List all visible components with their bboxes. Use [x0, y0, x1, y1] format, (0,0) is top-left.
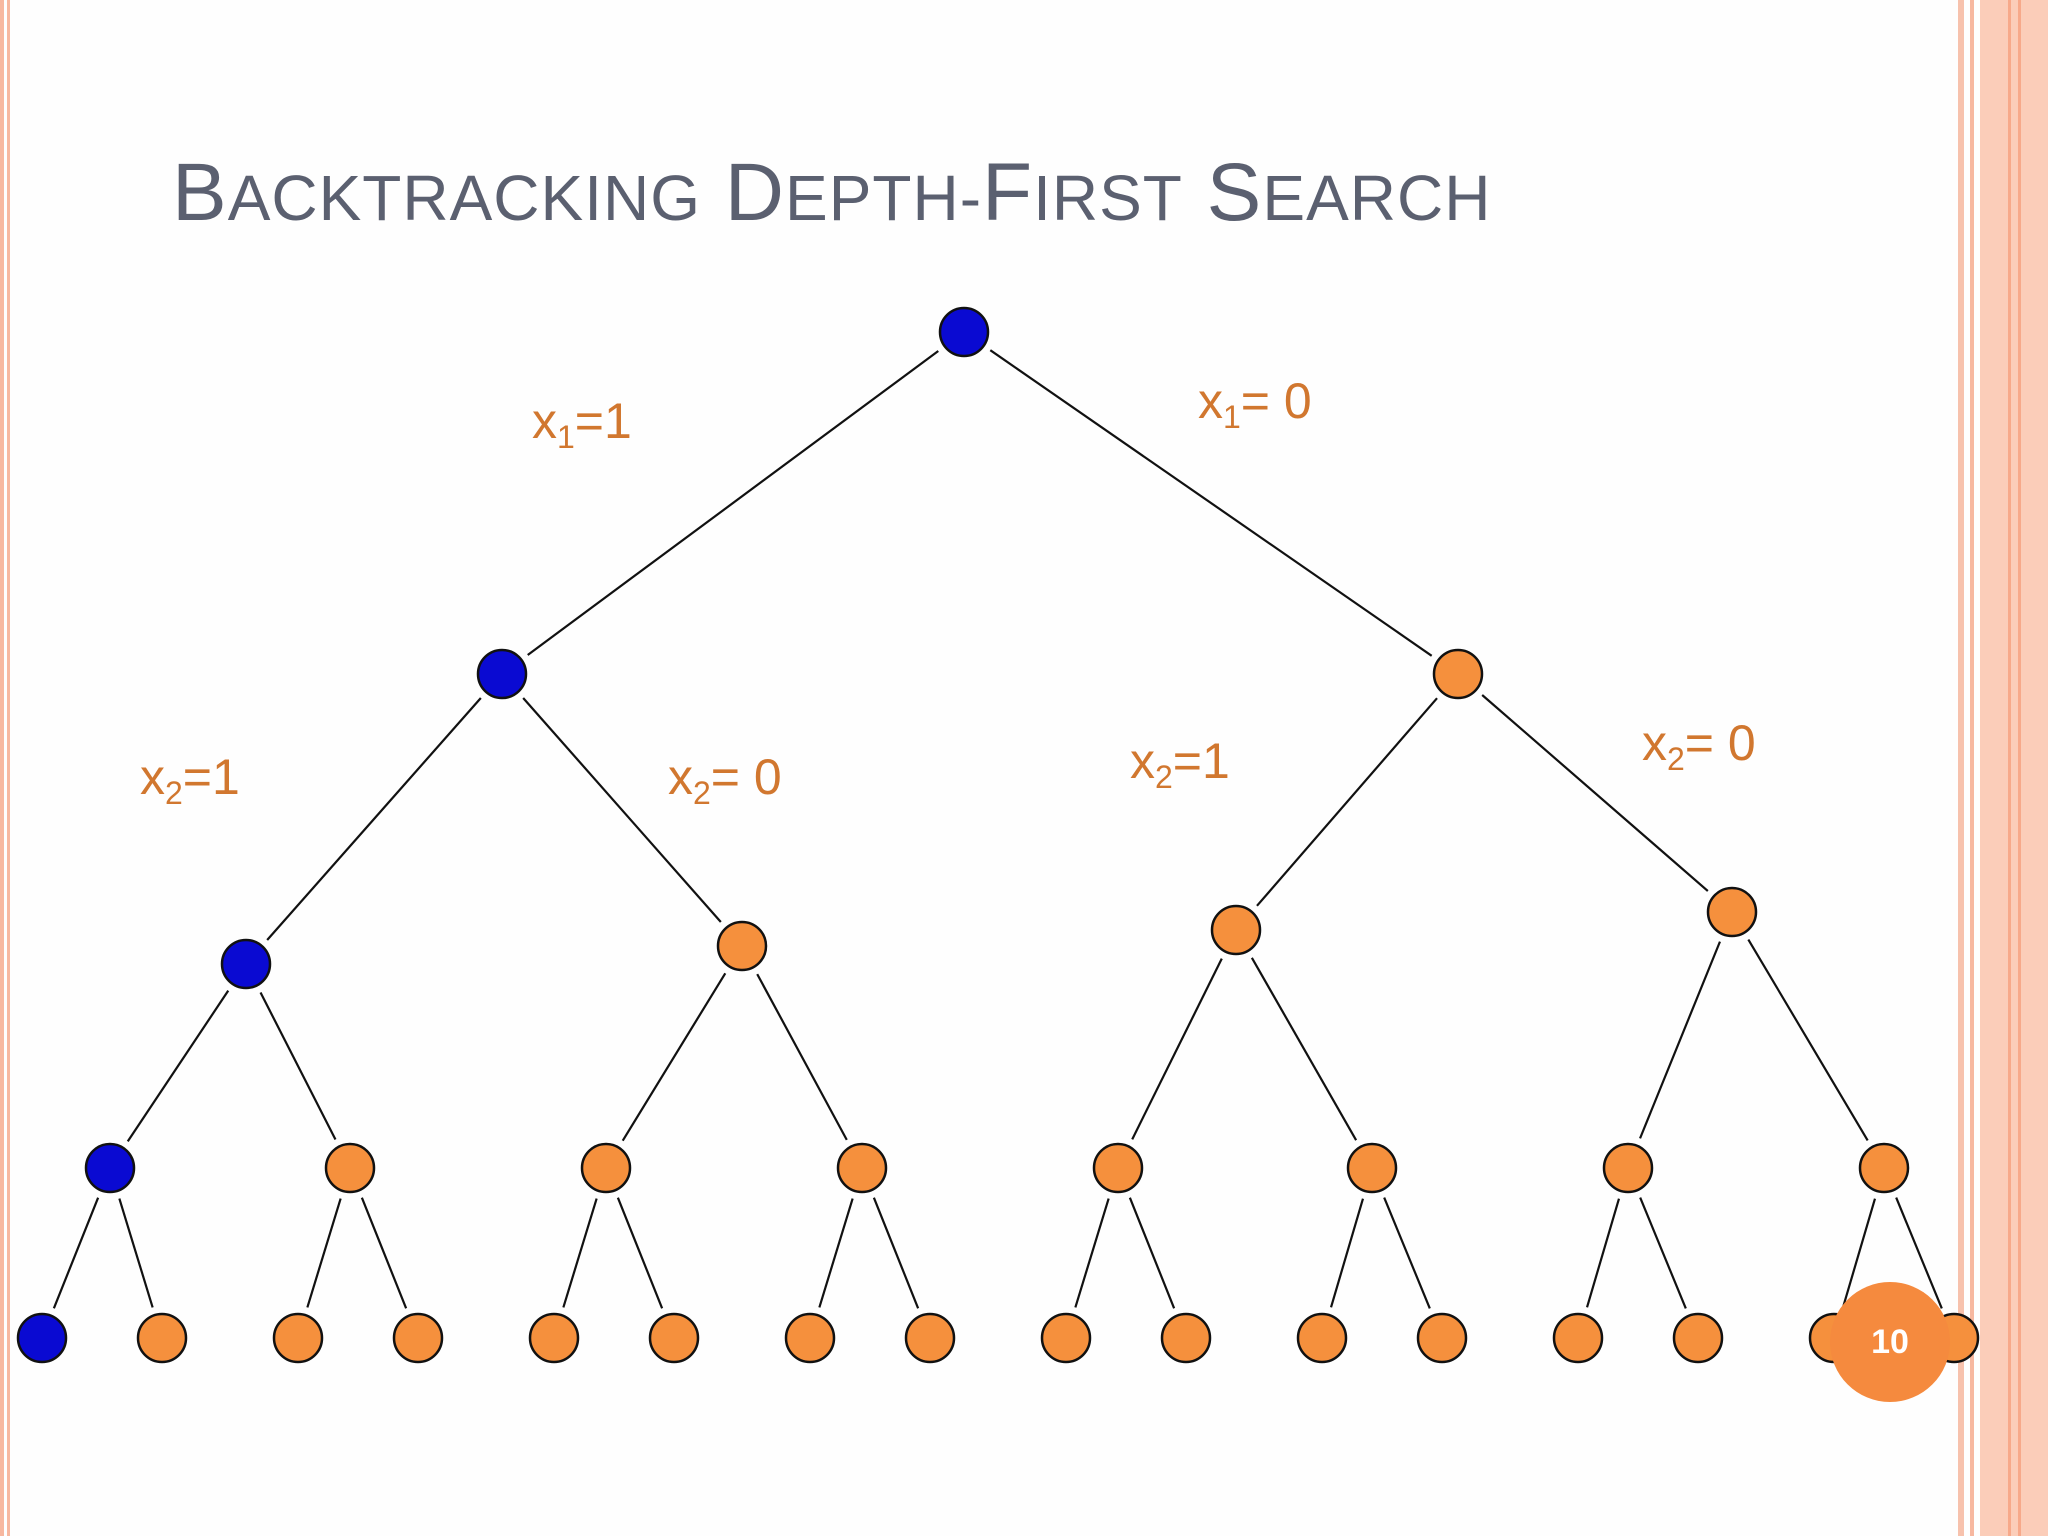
tree-node-visited: [16, 1312, 68, 1364]
tree-edge: [562, 1198, 598, 1308]
label-subscript: 2: [1155, 759, 1173, 795]
tree-node-unvisited: [1092, 1142, 1144, 1194]
tree-edge: [522, 697, 722, 923]
tree-edge: [52, 1197, 100, 1309]
tree-edge: [1895, 1197, 1943, 1309]
tree-node-unvisited: [1346, 1142, 1398, 1194]
tree-node-unvisited: [528, 1312, 580, 1364]
tree-edge: [118, 1198, 154, 1308]
edge-label-x2-1-right: x2=1: [1130, 733, 1230, 795]
tree-node-unvisited: [1296, 1312, 1348, 1364]
tree-node-unvisited: [136, 1312, 188, 1364]
tree-edge: [756, 973, 848, 1141]
tree-node-unvisited: [1040, 1312, 1092, 1364]
tree-node-unvisited: [324, 1142, 376, 1194]
edge-label-x2-1-left: x2=1: [140, 749, 240, 811]
label-subscript: 1: [1223, 399, 1241, 435]
title-word: FIRST: [982, 147, 1183, 238]
tree-node-unvisited: [392, 1312, 444, 1364]
title-word: DEPTH-: [724, 147, 982, 238]
tree-edge: [616, 1197, 664, 1309]
tree-node-unvisited: [1602, 1142, 1654, 1194]
title-word: SEARCH: [1206, 147, 1492, 238]
tree-edge: [818, 1198, 854, 1308]
tree-node-unvisited: [272, 1312, 324, 1364]
tree-edge: [1250, 957, 1358, 1141]
tree-edge: [1329, 1198, 1365, 1308]
tree-node-unvisited: [580, 1142, 632, 1194]
tree-node-unvisited: [1858, 1142, 1910, 1194]
left-border-decoration: [0, 0, 10, 1536]
tree-edge: [1841, 1198, 1877, 1308]
tree-edge: [1128, 1197, 1176, 1309]
title-word: BACKTRACKING: [172, 147, 701, 238]
slide-title: BACKTRACKING DEPTH-FIRST SEARCH: [172, 152, 1491, 234]
tree-node-unvisited: [1552, 1312, 1604, 1364]
edge-label-x2-0-left: x2= 0: [668, 749, 782, 811]
tree-edge: [1383, 1197, 1431, 1309]
tree-node-unvisited: [1672, 1312, 1724, 1364]
tree-node-visited: [220, 938, 272, 990]
right-border-decoration: [1958, 0, 2048, 1536]
tree-edge: [266, 697, 482, 941]
tree-edge: [1481, 694, 1709, 892]
tree-edge: [1131, 958, 1223, 1140]
tree-node-unvisited: [836, 1142, 888, 1194]
tree-node-unvisited: [904, 1312, 956, 1364]
tree-edge: [306, 1198, 342, 1308]
tree-edge: [1639, 1197, 1687, 1309]
tree-node-unvisited: [1416, 1312, 1468, 1364]
tree-edge: [259, 992, 337, 1140]
tree-edge: [1747, 938, 1869, 1142]
tree-edge: [360, 1197, 408, 1309]
edge-label-x1-1: x1=1: [532, 393, 632, 455]
tree-edge: [989, 349, 1433, 657]
tree-edge: [527, 350, 939, 656]
tree-node-unvisited: [1160, 1312, 1212, 1364]
tree-node-unvisited: [1210, 904, 1262, 956]
tree-node-unvisited: [1432, 648, 1484, 700]
tree-edge: [1074, 1198, 1110, 1308]
tree-node-visited: [938, 306, 990, 358]
tree-node-unvisited: [648, 1312, 700, 1364]
tree-node-visited: [84, 1142, 136, 1194]
edge-label-x2-0-right: x2= 0: [1642, 715, 1756, 777]
label-subscript: 2: [1667, 741, 1685, 777]
tree-edge: [1256, 697, 1438, 907]
tree-node-unvisited: [716, 920, 768, 972]
page-number-badge: 10: [1830, 1282, 1950, 1402]
tree-edge: [1585, 1198, 1621, 1308]
tree-node-visited: [476, 648, 528, 700]
tree-edge: [126, 990, 230, 1142]
label-subscript: 1: [557, 419, 575, 455]
edge-label-x1-0: x1= 0: [1198, 373, 1312, 435]
tree-node-unvisited: [1706, 886, 1758, 938]
tree-edge: [872, 1197, 920, 1309]
label-subscript: 2: [165, 775, 183, 811]
tree-edge: [1639, 941, 1721, 1139]
tree-edge: [621, 972, 727, 1142]
label-subscript: 2: [693, 775, 711, 811]
tree-node-unvisited: [784, 1312, 836, 1364]
